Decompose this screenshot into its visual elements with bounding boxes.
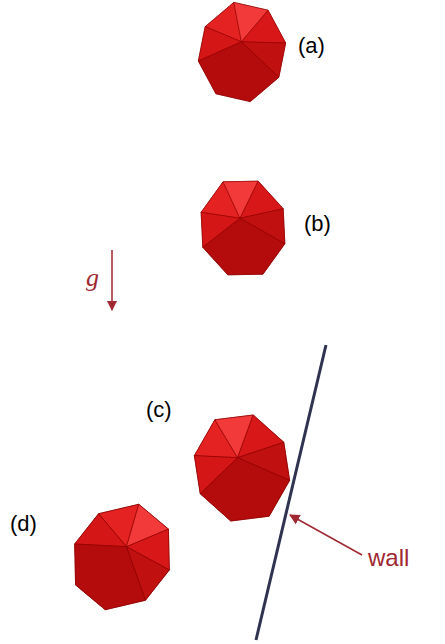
panel-label: (c) — [146, 398, 172, 422]
particle-b — [196, 176, 290, 280]
particle-a — [194, 0, 291, 105]
leader-arrow — [290, 515, 362, 555]
panel-label: (b) — [304, 212, 331, 236]
wall-label: wall — [368, 545, 409, 571]
gravity-arrow — [111, 250, 113, 310]
particle-c — [186, 407, 298, 530]
panel-label: (d) — [10, 512, 37, 536]
particle-d — [54, 487, 190, 627]
gravity-label: g — [86, 264, 99, 293]
wall-line — [256, 345, 326, 640]
panel-label: (a) — [298, 34, 325, 58]
